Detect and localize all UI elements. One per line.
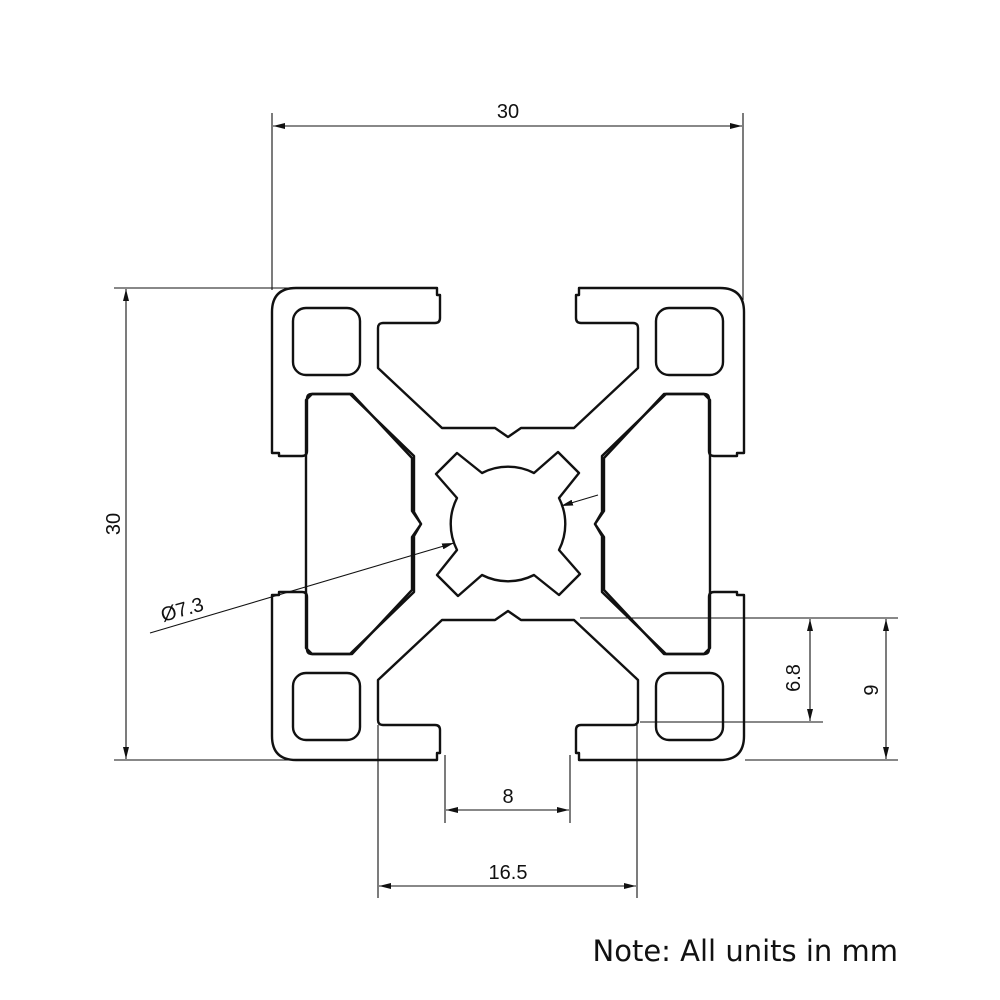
dim-label-9: 9	[861, 684, 883, 695]
center-bore	[434, 450, 582, 598]
dim-label-bore: Ø7.3	[158, 594, 206, 627]
dim-label-8: 8	[502, 786, 513, 808]
corner-hole-bottom-left	[291, 671, 362, 742]
corner-hole-bottom-right	[654, 671, 725, 742]
dimension-labels: 30 30 Ø7.3 6.8 9 8 16.5 Note: All units …	[103, 101, 898, 968]
dim-leader-bore	[149, 542, 455, 634]
corner-hole-top-right	[654, 306, 725, 377]
corner-hole-top-left	[291, 306, 362, 377]
dim-label-6-8: 6.8	[783, 664, 805, 692]
units-note: Note: All units in mm	[593, 934, 898, 968]
extrusion-profile	[270, 286, 746, 762]
left-pocket	[304, 392, 423, 656]
dimension-lines	[114, 113, 898, 898]
outer-contour	[270, 286, 746, 762]
right-pocket	[593, 392, 712, 656]
dim-label-16-5: 16.5	[489, 862, 528, 884]
dim-leader-bore-arrow	[560, 494, 599, 507]
dim-label-width: 30	[497, 101, 519, 123]
dim-label-height: 30	[103, 513, 125, 535]
